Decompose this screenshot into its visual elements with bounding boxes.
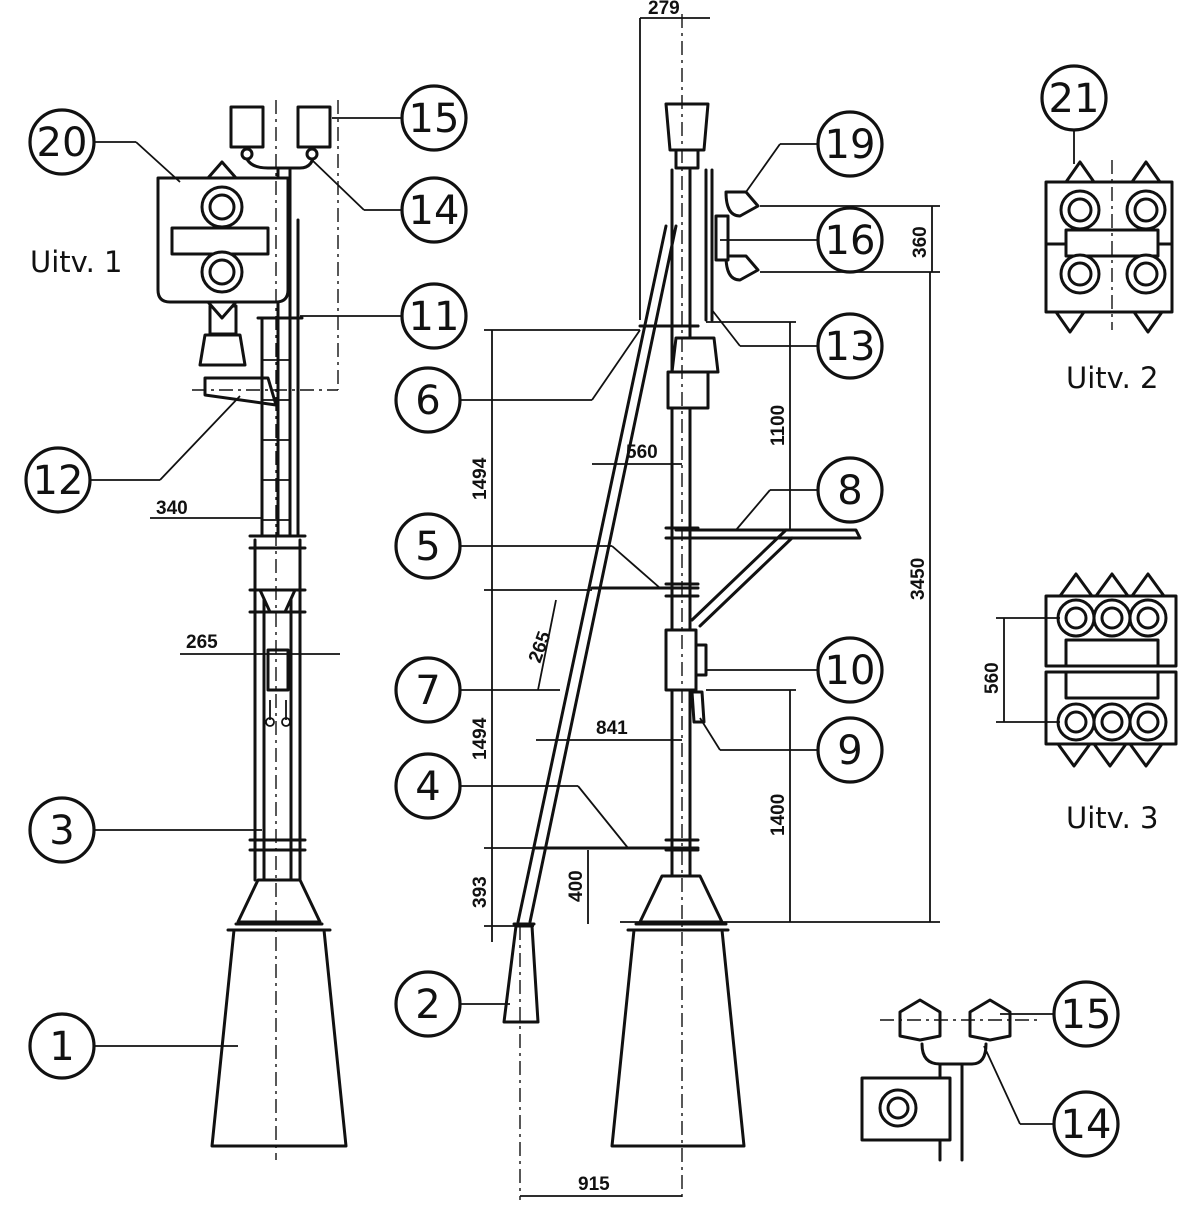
- callout-8: 8: [816, 456, 884, 524]
- callout-15-detail: 15: [1052, 980, 1120, 1048]
- front-view-mast: [156, 100, 348, 1160]
- dim-1494-lower: 1494: [470, 717, 491, 760]
- svg-text:14: 14: [1061, 1102, 1112, 1148]
- callout-9: 9: [816, 716, 884, 784]
- dim-279: 279: [648, 0, 680, 19]
- dim-560-side: 560: [626, 442, 658, 463]
- dim-265-strut: 265: [525, 628, 556, 665]
- dim-560-view3: 560: [982, 662, 1003, 694]
- svg-text:2: 2: [415, 982, 440, 1028]
- callout-15-top: 15: [400, 84, 468, 152]
- svg-text:4: 4: [415, 764, 440, 810]
- callout-21: 21: [1040, 64, 1108, 132]
- dim-915: 915: [578, 1174, 610, 1195]
- callout-6: 6: [394, 366, 462, 434]
- svg-text:20: 20: [37, 120, 88, 166]
- view-label-2: Uitv. 2: [1066, 361, 1158, 395]
- dim-340: 340: [156, 498, 188, 519]
- callout-19: 19: [816, 110, 884, 178]
- callout-11: 11: [400, 282, 468, 350]
- dim-400: 400: [566, 870, 587, 902]
- callout-7: 7: [394, 656, 462, 724]
- view-label-1: Uitv. 1: [30, 245, 122, 279]
- svg-text:6: 6: [415, 378, 440, 424]
- dim-3450: 3450: [908, 558, 929, 600]
- svg-text:15: 15: [409, 96, 460, 142]
- dim-265-front: 265: [186, 632, 218, 653]
- svg-text:11: 11: [409, 294, 460, 340]
- view-3-signal: [1044, 572, 1178, 768]
- callout-14-detail: 14: [1052, 1090, 1120, 1158]
- svg-text:15: 15: [1061, 992, 1112, 1038]
- svg-text:3: 3: [49, 808, 74, 854]
- callout-14-top: 14: [400, 176, 468, 244]
- callout-3: 3: [28, 796, 96, 864]
- callout-5: 5: [394, 512, 462, 580]
- dim-1400: 1400: [768, 794, 789, 836]
- svg-text:10: 10: [825, 648, 876, 694]
- dim-841: 841: [596, 718, 628, 739]
- svg-text:19: 19: [825, 122, 876, 168]
- svg-text:1: 1: [49, 1024, 74, 1070]
- svg-text:21: 21: [1049, 76, 1100, 122]
- view-2-signal: [1044, 160, 1174, 334]
- svg-text:12: 12: [33, 458, 84, 504]
- callout-1: 1: [28, 1012, 96, 1080]
- view-label-3: Uitv. 3: [1066, 801, 1158, 835]
- detail-top-lamps: [860, 998, 1040, 1162]
- foundation-front: [210, 928, 348, 1148]
- side-view-mast: [502, 14, 862, 1200]
- svg-text:5: 5: [415, 524, 440, 570]
- svg-text:9: 9: [837, 728, 862, 774]
- svg-text:8: 8: [837, 468, 862, 514]
- svg-text:14: 14: [409, 188, 460, 234]
- callout-10: 10: [816, 636, 884, 704]
- dim-1494-upper: 1494: [470, 457, 491, 500]
- callout-2: 2: [394, 970, 462, 1038]
- callout-16: 16: [816, 206, 884, 274]
- dim-393: 393: [470, 876, 491, 908]
- svg-text:13: 13: [825, 324, 876, 370]
- dim-1100: 1100: [768, 405, 789, 446]
- callout-4: 4: [394, 752, 462, 820]
- callout-12: 12: [24, 446, 92, 514]
- dim-360: 360: [910, 226, 931, 258]
- callout-13: 13: [816, 312, 884, 380]
- dimension-lines: [150, 17, 1060, 1197]
- svg-text:16: 16: [825, 218, 876, 264]
- svg-text:7: 7: [415, 668, 440, 714]
- leader-lines: [90, 117, 1075, 1125]
- callout-20: 20: [28, 108, 96, 176]
- foundation-side: [610, 928, 746, 1148]
